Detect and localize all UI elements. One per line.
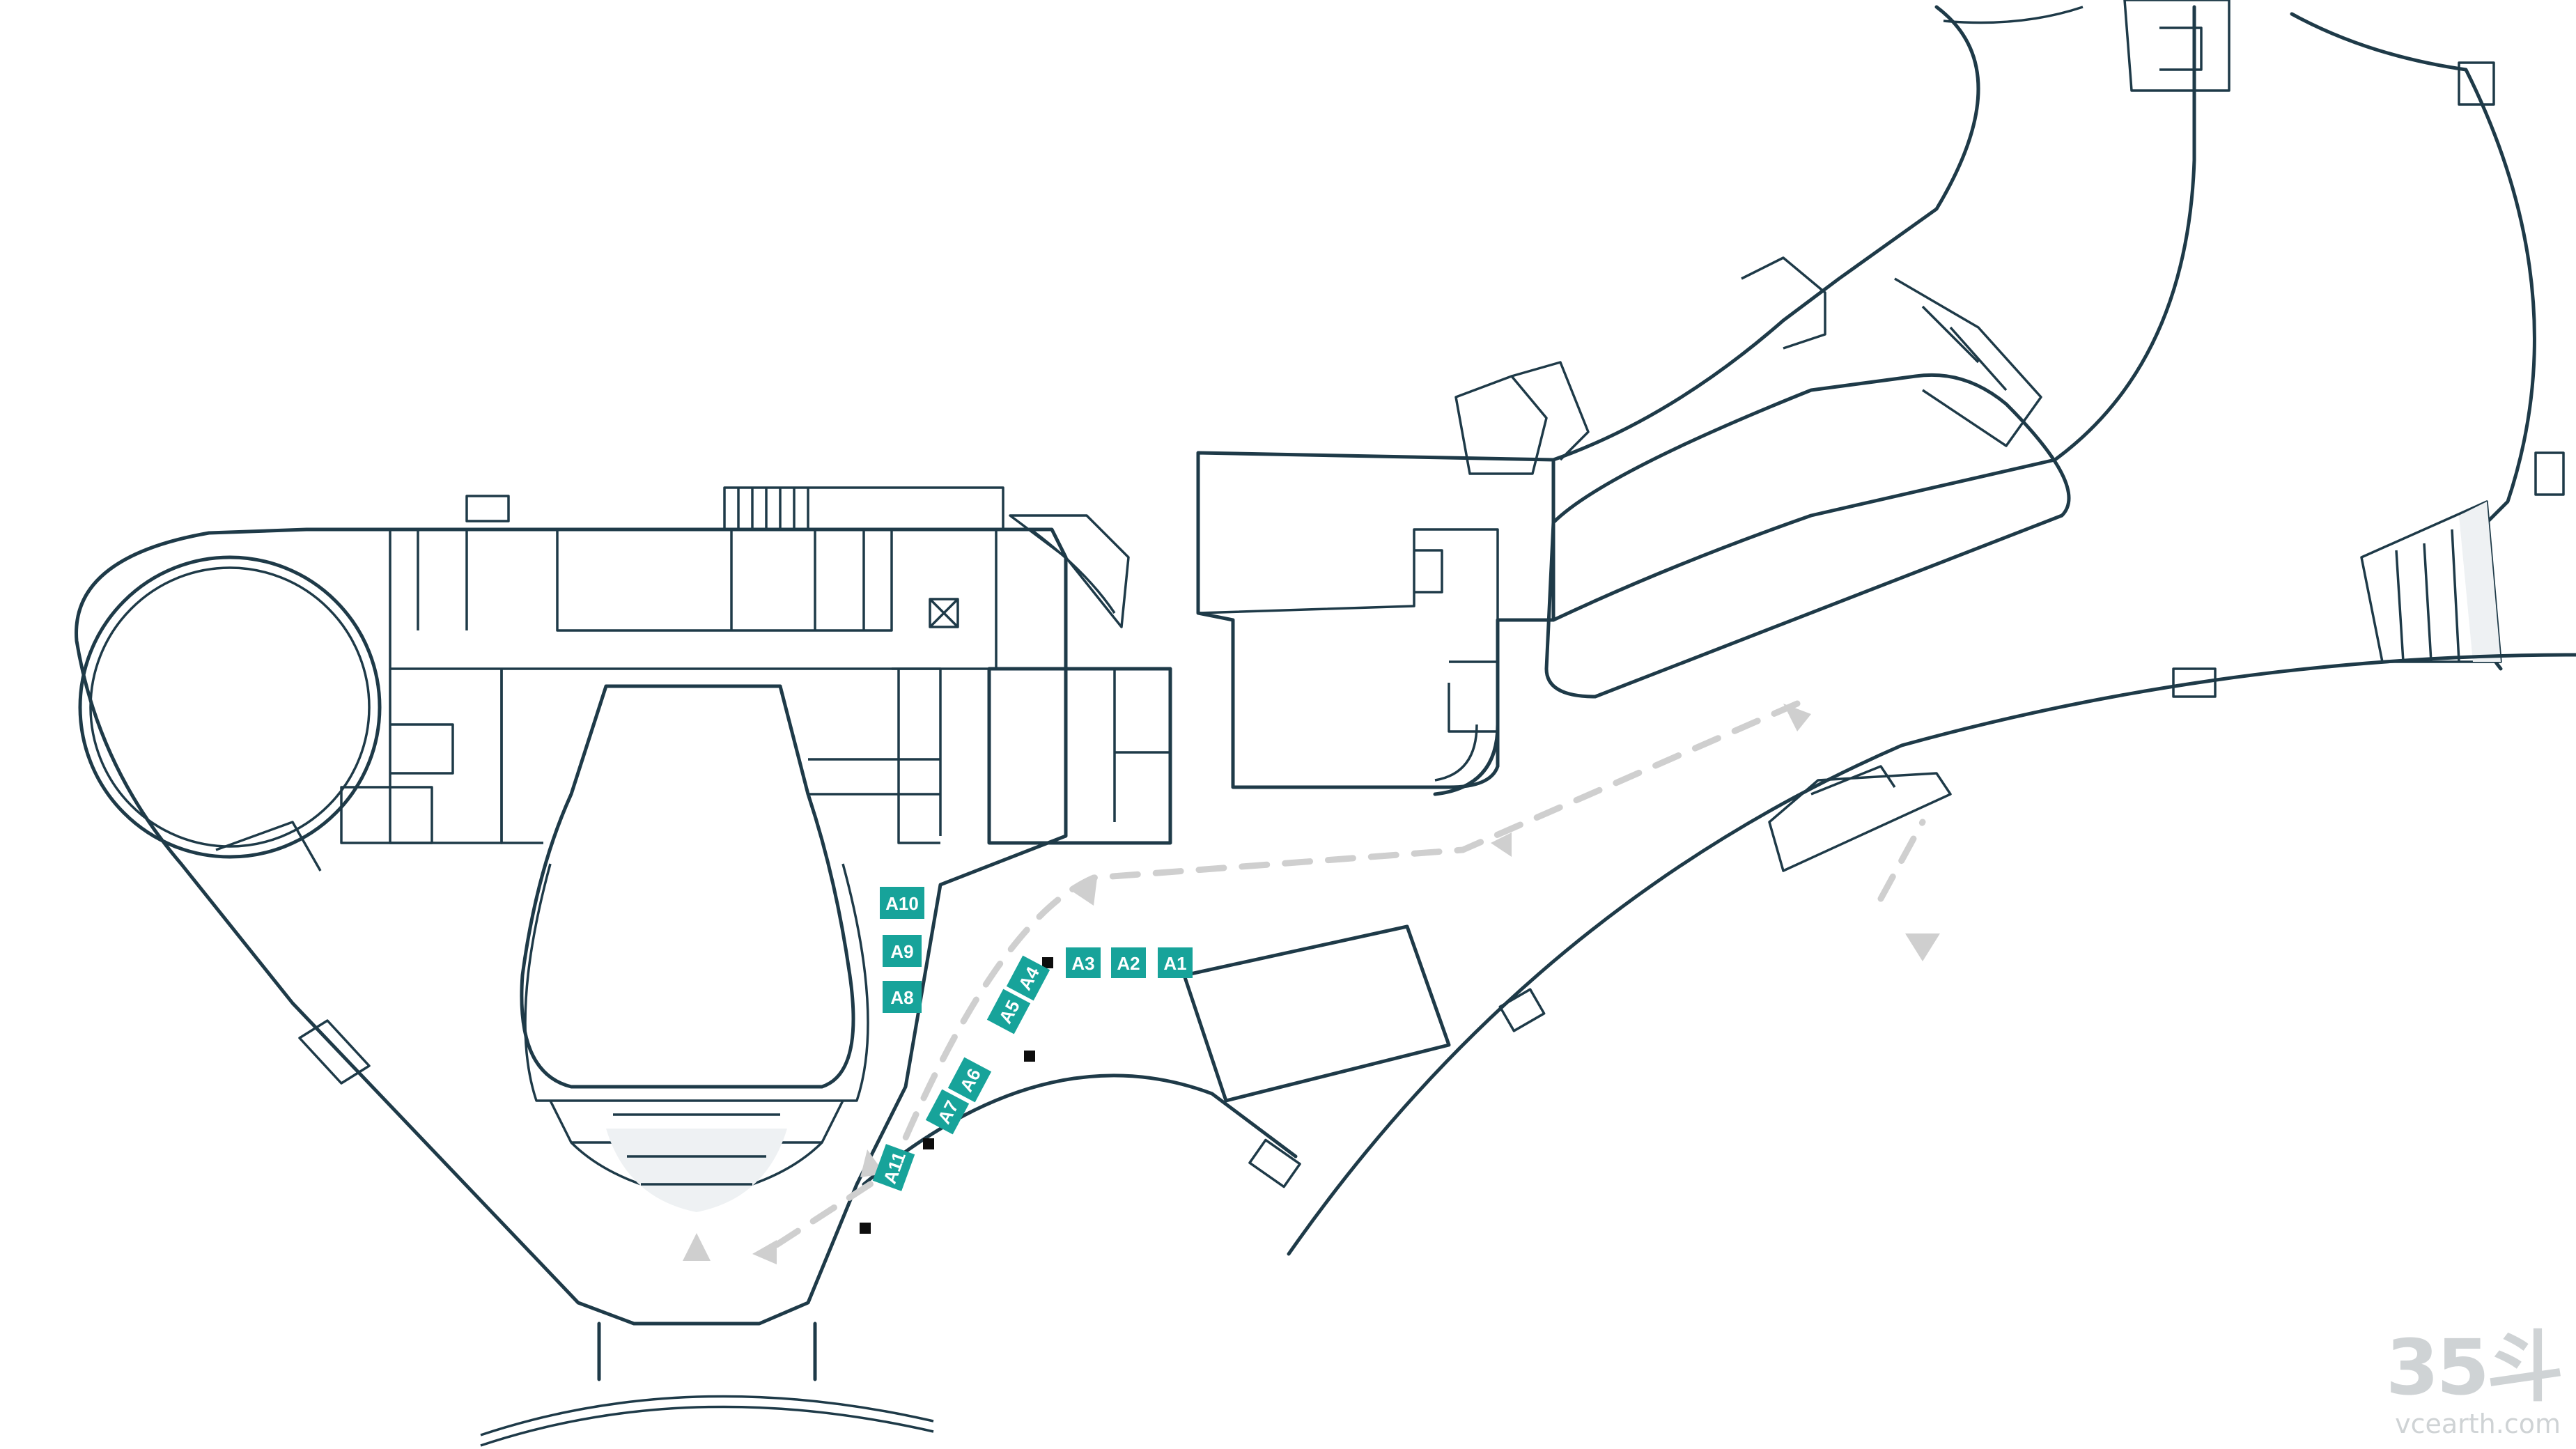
booth-a10-label: A10 [885, 893, 919, 914]
booth-a10[interactable]: A10 [880, 887, 924, 919]
booth-a3-label: A3 [1071, 953, 1094, 974]
booth-a5[interactable]: A5 [986, 989, 1031, 1035]
watermark: 35斗 vcearth.com [2385, 1323, 2563, 1439]
booth-a6[interactable]: A6 [947, 1057, 992, 1103]
far-right-structure [2290, 12, 2565, 671]
booth-a2[interactable]: A2 [1111, 947, 1146, 978]
right-building [1454, 0, 2230, 699]
booth-a9-label: A9 [890, 941, 913, 962]
middle-building [987, 451, 1555, 845]
markers [860, 957, 1053, 1234]
watermark-logo: 35斗 [2385, 1323, 2563, 1412]
booth-a9[interactable]: A9 [883, 935, 922, 967]
visitor-route [683, 700, 1940, 1264]
booth-a4[interactable]: A4 [1006, 955, 1050, 1001]
left-building [75, 486, 1130, 1447]
booth-a1[interactable]: A1 [1158, 947, 1193, 978]
booth-a8-label: A8 [890, 987, 913, 1008]
lower-right-structures [215, 653, 2576, 1256]
booth-a7[interactable]: A7 [925, 1089, 970, 1135]
booth-a3[interactable]: A3 [1066, 947, 1101, 978]
booths: A1 A2 A3 A4 A5 A6 A7 A8 A9 A10 A11 [872, 887, 1193, 1191]
watermark-site: vcearth.com [2395, 1409, 2561, 1439]
booth-a8[interactable]: A8 [883, 981, 922, 1013]
booth-a2-label: A2 [1117, 953, 1140, 974]
booth-a1-label: A1 [1163, 953, 1186, 974]
booth-a11[interactable]: A11 [872, 1144, 915, 1191]
